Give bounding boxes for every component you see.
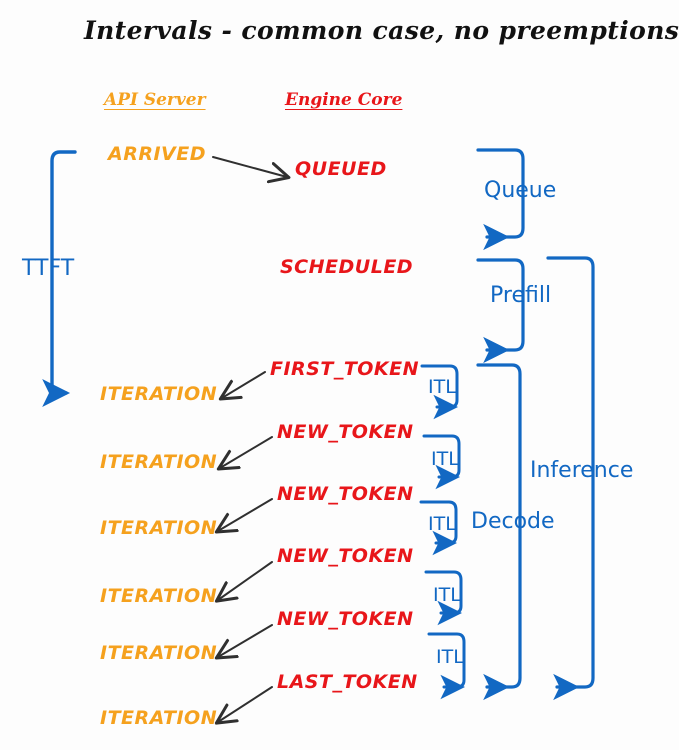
interval-label-itl-2: ITL bbox=[431, 448, 459, 470]
state-iteration-6: ITERATION bbox=[100, 707, 218, 729]
interval-label-itl-1: ITL bbox=[428, 376, 456, 398]
interval-label-ttft: TTFT bbox=[22, 256, 75, 281]
state-iteration-5: ITERATION bbox=[100, 642, 218, 664]
arrow-first-token-to-iteration bbox=[222, 371, 266, 398]
arrow-new-token-3-to-iteration bbox=[218, 561, 273, 600]
state-iteration-2: ITERATION bbox=[100, 451, 218, 473]
interval-label-inference: Inference bbox=[530, 458, 634, 483]
interval-label-itl-3: ITL bbox=[428, 513, 456, 535]
page-title: Intervals - common case, no preemptions bbox=[84, 16, 679, 45]
interval-label-queue: Queue bbox=[484, 178, 557, 203]
interval-label-decode: Decode bbox=[471, 509, 555, 534]
arrow-new-token-2-to-iteration bbox=[218, 498, 273, 531]
arrow-new-token-1-to-iteration bbox=[220, 436, 273, 468]
interval-label-itl-4: ITL bbox=[433, 584, 461, 606]
arrow-last-token-to-iteration bbox=[218, 686, 273, 722]
state-queued: QUEUED bbox=[295, 158, 387, 180]
state-scheduled: SCHEDULED bbox=[280, 256, 414, 278]
state-new-token-2: NEW_TOKEN bbox=[277, 483, 414, 505]
column-header-engine-core: Engine Core bbox=[285, 90, 403, 110]
state-new-token-3: NEW_TOKEN bbox=[277, 545, 414, 567]
state-arrived: ARRIVED bbox=[108, 143, 206, 165]
state-iteration-1: ITERATION bbox=[100, 383, 218, 405]
state-last-token: LAST_TOKEN bbox=[277, 671, 418, 693]
state-new-token-4: NEW_TOKEN bbox=[277, 608, 414, 630]
column-header-api-server: API Server bbox=[104, 90, 206, 110]
interval-label-itl-5: ITL bbox=[436, 646, 464, 668]
state-iteration-3: ITERATION bbox=[100, 517, 218, 539]
state-first-token: FIRST_TOKEN bbox=[270, 358, 420, 380]
interval-label-prefill: Prefill bbox=[490, 283, 552, 308]
arrow-arrived-to-queued bbox=[212, 156, 287, 177]
state-iteration-4: ITERATION bbox=[100, 585, 218, 607]
arrow-new-token-4-to-iteration bbox=[218, 624, 273, 657]
state-new-token-1: NEW_TOKEN bbox=[277, 421, 414, 443]
